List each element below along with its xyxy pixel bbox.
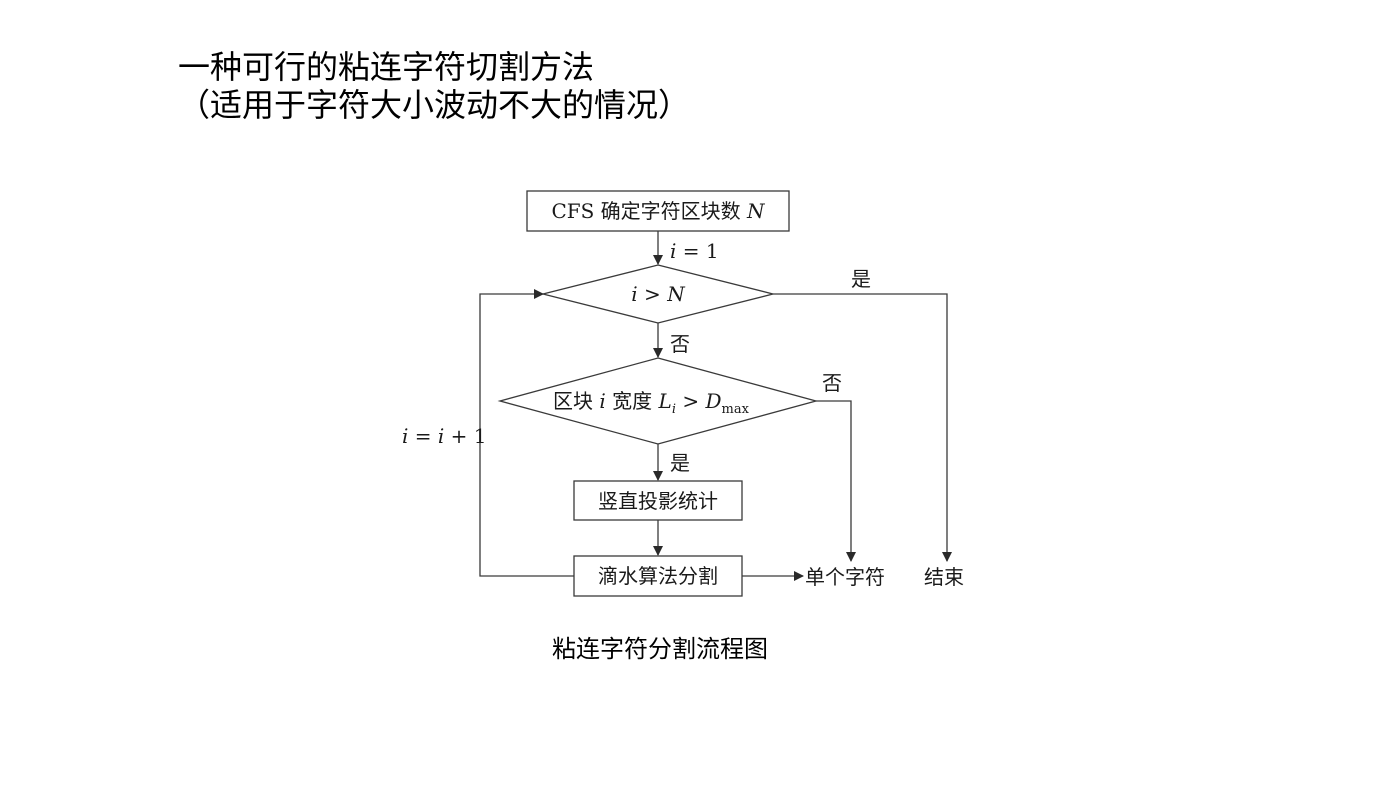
drop-water-box: 滴水算法分割 [573, 555, 743, 597]
decision1-diamond: i > N [542, 264, 774, 324]
decision2-text: 区块 i 宽度 Li > Dmax [553, 389, 750, 417]
svg-text:CFS 确定字符区块数 N: CFS 确定字符区块数 N [551, 199, 766, 223]
slide-title: 一种可行的粘连字符切割方法 （适用于字符大小波动不大的情况） [178, 48, 690, 124]
figure-caption: 粘连字符分割流程图 [552, 635, 768, 663]
start-box: CFS 确定字符区块数 N [526, 190, 790, 232]
decision1-no-label: 否 [670, 332, 690, 356]
title-line-2: （适用于字符大小波动不大的情况） [178, 86, 691, 124]
output-single-char: 单个字符 [805, 565, 885, 589]
loop-label: i = i + 1 [402, 424, 487, 448]
edge-loop-back [479, 289, 574, 577]
projection-box: 竖直投影统计 [573, 480, 743, 521]
drop-water-box-text: 滴水算法分割 [598, 564, 718, 588]
start-box-var: N [746, 199, 766, 223]
decision2-diamond: 区块 i 宽度 Li > Dmax [497, 357, 819, 445]
edge-decision2-no-to-single [816, 400, 856, 562]
output-end: 结束 [924, 565, 964, 589]
decision2-yes-label: 是 [670, 451, 690, 475]
title-line-1: 一种可行的粘连字符切割方法 [178, 48, 595, 86]
start-box-text: CFS 确定字符区块数 [551, 199, 747, 223]
edge-decision1-yes-to-end [773, 293, 952, 562]
projection-box-text: 竖直投影统计 [598, 489, 718, 513]
init-label: i = 1 [670, 239, 719, 263]
decision2-no-label: 否 [822, 371, 842, 395]
decision1-text: i > N [631, 282, 686, 306]
decision1-yes-label: 是 [851, 267, 871, 291]
